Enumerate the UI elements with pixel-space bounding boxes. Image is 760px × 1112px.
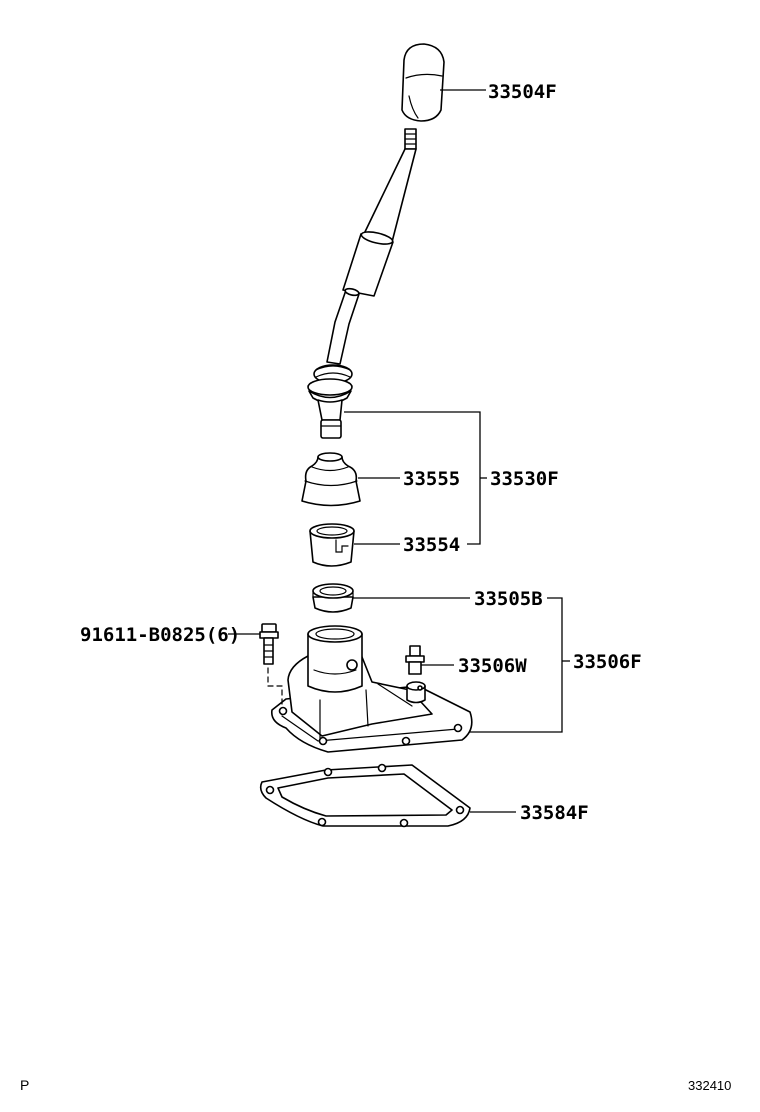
label-gasket: 33584F [520, 802, 589, 824]
label-bushing: 33554 [403, 534, 460, 556]
label-lever-sub-assy: 33530F [490, 468, 559, 490]
bolt-alignment-line [267, 667, 283, 705]
lever-seat[interactable] [312, 583, 354, 613]
label-seat: 33505B [474, 588, 543, 610]
pin[interactable] [405, 645, 425, 675]
label-retainer-assy: 33506F [573, 651, 642, 673]
shift-knob[interactable] [401, 43, 445, 122]
bolt[interactable] [259, 623, 279, 665]
label-bolt: 91611-B0825(6) [80, 624, 240, 646]
leader-lines [228, 89, 570, 813]
footer-left-marker: P [20, 1077, 30, 1093]
label-knob: 33504F [488, 81, 557, 103]
label-boot: 33555 [403, 468, 460, 490]
lever-boot[interactable] [301, 452, 361, 507]
gasket[interactable] [259, 763, 471, 828]
lever-retainer-housing[interactable] [270, 625, 473, 753]
footer-illustration-number: 332410 [688, 1078, 732, 1093]
shift-lever[interactable] [307, 128, 417, 439]
label-pin: 33506W [458, 655, 527, 677]
lever-bushing[interactable] [309, 523, 355, 567]
